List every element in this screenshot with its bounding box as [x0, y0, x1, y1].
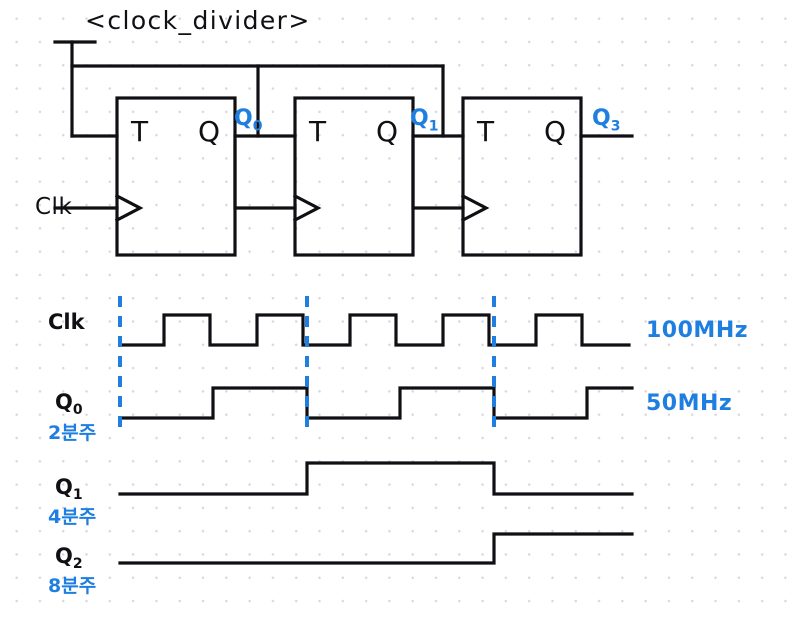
net-label-q0: Q0 — [234, 106, 263, 135]
waveform-q1 — [118, 461, 634, 496]
ff2-clock-triangle — [292, 193, 322, 223]
frequency-label-q0: 50MHz — [646, 391, 733, 416]
ff3-clock-triangle — [460, 193, 490, 223]
waveform-label-clk: Clk — [48, 310, 85, 334]
waveform-label-q0: Q0 — [55, 390, 83, 419]
waveform-label-q2: Q2 — [55, 544, 83, 573]
ff1-q-port-label: Q — [198, 115, 221, 148]
ff1-clock-triangle — [114, 193, 144, 223]
ff1-t-port-label: T — [131, 115, 149, 148]
divider-note-q1: 4분주 — [48, 506, 97, 528]
flipflop-3-body — [461, 96, 583, 257]
net-label-q3: Q3 — [592, 106, 621, 135]
divider-note-q2: 8분주 — [48, 575, 97, 597]
ff3-t-wire — [441, 64, 465, 138]
net-label-q1: Q1 — [410, 106, 439, 135]
divider-note-q0: 2분주 — [48, 422, 97, 444]
q1-to-ff3-clk — [411, 139, 465, 210]
q0-to-ff2-clk — [233, 139, 297, 210]
ff2-t-wire — [256, 64, 297, 138]
frequency-label-clk: 100MHz — [646, 318, 749, 343]
waveform-q0 — [118, 386, 634, 420]
page-title: <clock_divider> — [85, 6, 311, 35]
ff3-t-port-label: T — [477, 115, 495, 148]
ff3-q-port-label: Q — [544, 115, 567, 148]
ff2-t-port-label: T — [309, 115, 327, 148]
waveform-label-q1: Q1 — [55, 475, 83, 504]
clk-input-label: Clk — [35, 194, 73, 220]
ff2-q-port-label: Q — [376, 115, 399, 148]
waveform-q2 — [118, 532, 634, 565]
waveform-clk — [118, 313, 631, 347]
